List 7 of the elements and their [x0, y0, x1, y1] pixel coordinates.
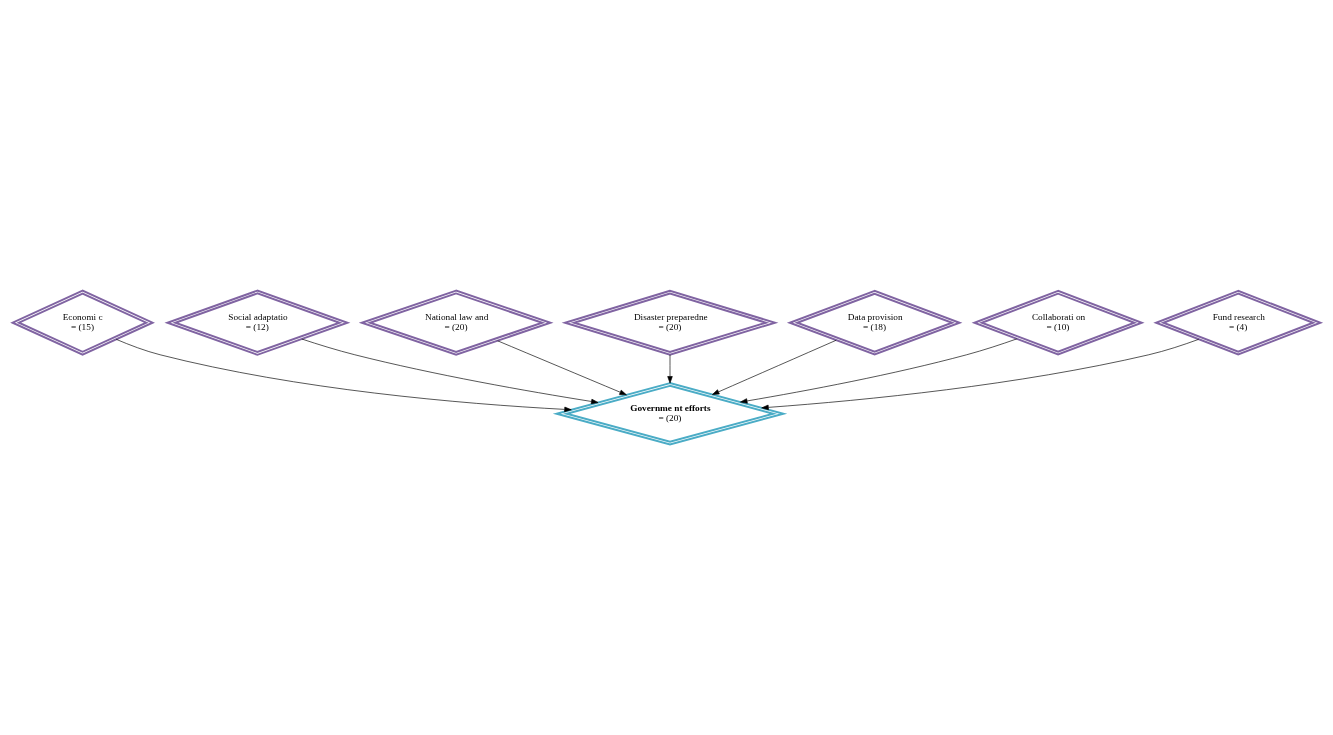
arrow [115, 339, 572, 413]
arrow [667, 354, 673, 384]
arrow [712, 339, 837, 395]
arrow [740, 338, 1018, 404]
arrow [761, 339, 1200, 411]
arrow [497, 340, 627, 396]
arrow [301, 338, 599, 405]
